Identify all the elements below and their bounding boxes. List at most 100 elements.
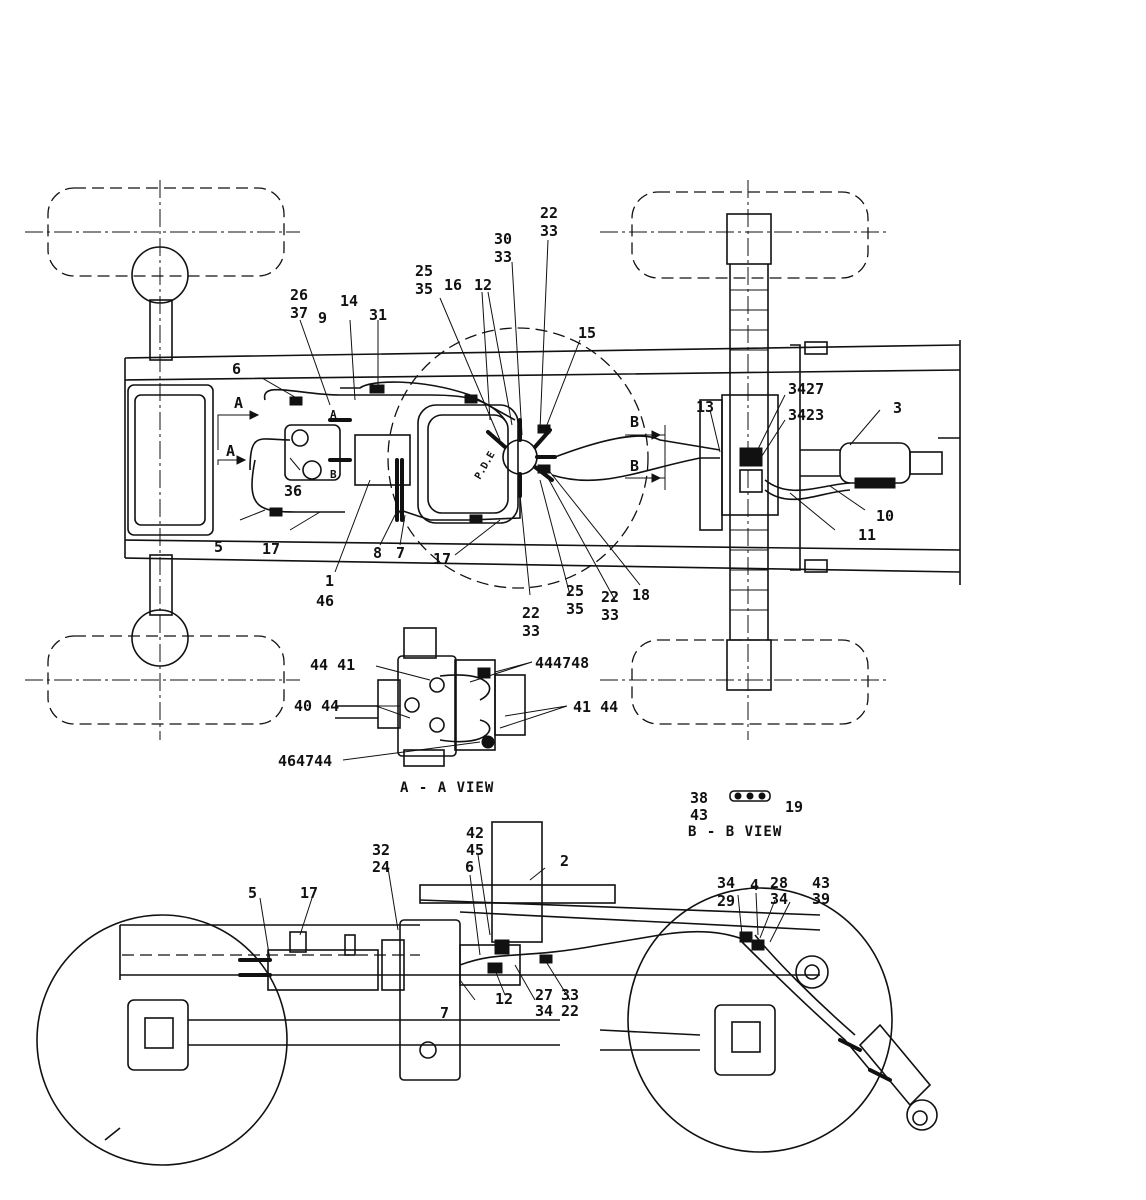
callout-side: 2 bbox=[560, 852, 569, 870]
callout-top: 16 bbox=[444, 276, 462, 294]
callout-top: 5 bbox=[214, 538, 223, 556]
callout-top: 13 bbox=[696, 398, 714, 416]
callout-side: 5 bbox=[248, 884, 257, 902]
callout-side: 34 bbox=[535, 1002, 553, 1020]
front-axle-tube bbox=[729, 264, 769, 640]
rear-right-tire bbox=[47, 635, 285, 725]
callout-side: 6 bbox=[465, 858, 474, 876]
callout-top: 3423 bbox=[788, 406, 824, 424]
rear-hub-top bbox=[131, 246, 189, 304]
callout-side: 43 bbox=[812, 874, 830, 892]
callout-aa: 444748 bbox=[535, 654, 589, 672]
steering-valve-side bbox=[267, 949, 379, 991]
rear-hub-bottom bbox=[131, 609, 189, 667]
callout-side: 32 bbox=[372, 841, 390, 859]
callout-top: 46 bbox=[316, 592, 334, 610]
callout-bb: 43 bbox=[690, 806, 708, 824]
rear-left-tire bbox=[47, 187, 285, 277]
callout-top: 15 bbox=[578, 324, 596, 342]
callout-top: 33 bbox=[540, 222, 558, 240]
callout-side: 28 bbox=[770, 874, 788, 892]
callout-top: 36 bbox=[284, 482, 302, 500]
turntable-circle bbox=[387, 327, 649, 589]
section-mark-a-upper: A bbox=[234, 394, 243, 412]
rear-axle-box bbox=[127, 999, 189, 1071]
callout-top: 22 bbox=[601, 588, 619, 606]
callout-top: 7 bbox=[396, 544, 405, 562]
hose-to-front bbox=[554, 435, 721, 458]
front-axle-box bbox=[714, 1004, 776, 1076]
callout-aa: 44 41 bbox=[310, 656, 355, 674]
callout-side: 34 bbox=[717, 874, 735, 892]
steering-cylinder bbox=[839, 442, 911, 484]
callout-top: 22 bbox=[522, 604, 540, 622]
callout-aa: 40 44 bbox=[294, 697, 339, 715]
callout-side: 17 bbox=[300, 884, 318, 902]
block-label-a: A bbox=[330, 408, 337, 421]
callout-side: 29 bbox=[717, 892, 735, 910]
callout-top: 22 bbox=[540, 204, 558, 222]
hose-side-front bbox=[459, 930, 746, 966]
callout-side: 27 bbox=[535, 986, 553, 1004]
pump-housing bbox=[417, 404, 519, 524]
section-aa-view: 44 41 444748 40 44 41 44 464744 A - A VI… bbox=[278, 627, 618, 796]
section-mark-a-lower: A bbox=[226, 442, 235, 460]
callout-top: 25 bbox=[566, 582, 584, 600]
callout-side: 39 bbox=[812, 890, 830, 908]
section-mark-b-lower: B bbox=[630, 457, 639, 475]
steering-valve bbox=[284, 424, 341, 481]
callout-top: 18 bbox=[632, 586, 650, 604]
side-frame bbox=[119, 924, 820, 980]
callout-top: 9 bbox=[318, 309, 327, 327]
callout-top: 31 bbox=[369, 306, 387, 324]
callout-top: 26 bbox=[290, 286, 308, 304]
callout-side: 12 bbox=[495, 990, 513, 1008]
callout-bb: 19 bbox=[785, 798, 803, 816]
callout-top: 33 bbox=[522, 622, 540, 640]
callout-top: 17 bbox=[433, 550, 451, 568]
callout-top: 35 bbox=[566, 600, 584, 618]
callout-side: 45 bbox=[466, 841, 484, 859]
callout-top: 35 bbox=[415, 280, 433, 298]
callout-top: 12 bbox=[474, 276, 492, 294]
callout-bb: 38 bbox=[690, 789, 708, 807]
callout-side: 4 bbox=[750, 876, 759, 894]
callout-top: 11 bbox=[858, 526, 876, 544]
aa-view-caption: A - A VIEW bbox=[400, 780, 494, 796]
callout-top: 30 bbox=[494, 230, 512, 248]
callout-top: 8 bbox=[373, 544, 382, 562]
callout-top: 33 bbox=[494, 248, 512, 266]
hose-clamp bbox=[729, 790, 771, 802]
callout-top: 3 bbox=[893, 399, 902, 417]
callout-side: 22 bbox=[561, 1002, 579, 1020]
callout-side: 7 bbox=[440, 1004, 449, 1022]
callout-top: 6 bbox=[232, 360, 241, 378]
callout-top: 14 bbox=[340, 292, 358, 310]
rear-wheel-side bbox=[36, 914, 288, 1166]
callout-top: 17 bbox=[262, 540, 280, 558]
plan-view: A A B B A B P.D.E 22 33 30 33 25 35 16 1… bbox=[25, 180, 961, 740]
callout-top: 3427 bbox=[788, 380, 824, 398]
engine-block bbox=[127, 384, 214, 536]
callout-side: 34 bbox=[770, 890, 788, 908]
callout-top: 33 bbox=[601, 606, 619, 624]
block-label-b: B bbox=[330, 468, 337, 481]
pde-label: P.D.E bbox=[473, 450, 498, 482]
front-axle-housing-top bbox=[726, 213, 772, 265]
callout-top: 37 bbox=[290, 304, 308, 322]
callout-side: 24 bbox=[372, 858, 390, 876]
driveshaft bbox=[188, 1019, 560, 1046]
callout-aa: 41 44 bbox=[573, 698, 618, 716]
callout-side: 33 bbox=[561, 986, 579, 1004]
column-2 bbox=[491, 821, 543, 943]
section-bb-view: 38 43 19 B - B VIEW bbox=[688, 789, 803, 840]
front-right-tire bbox=[631, 639, 869, 725]
callout-top: 25 bbox=[415, 262, 433, 280]
callout-aa: 464744 bbox=[278, 752, 332, 770]
transmission-housing bbox=[399, 919, 461, 1081]
front-wheel-side bbox=[627, 887, 893, 1153]
section-mark-b-upper: B bbox=[630, 413, 639, 431]
front-left-tire bbox=[631, 191, 869, 279]
priority-valve bbox=[354, 434, 411, 486]
